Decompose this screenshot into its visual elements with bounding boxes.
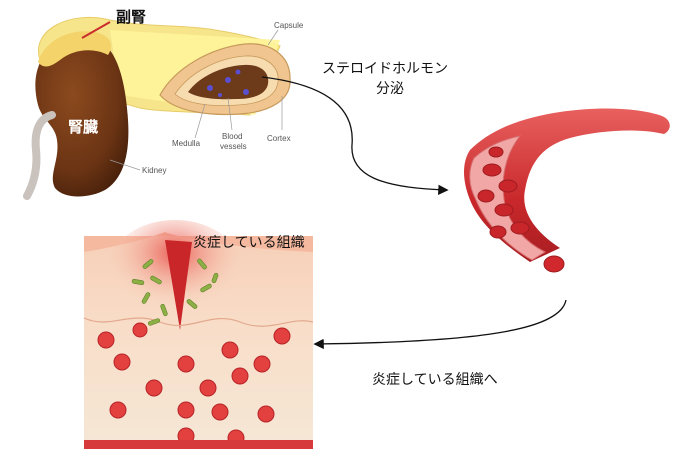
label-to-inflamed: 炎症している組織へ	[372, 372, 498, 388]
wound	[165, 240, 192, 330]
secretion-arrow	[261, 76, 449, 195]
label-medulla: Medulla	[172, 139, 201, 148]
label-cortex: Cortex	[267, 134, 291, 143]
inflamed-tissue-illustration	[83, 220, 314, 449]
ureter	[23, 111, 56, 200]
to-tissue-arrow	[313, 299, 567, 350]
kidney-pointer	[109, 159, 141, 171]
medulla-pointer	[194, 103, 206, 139]
label-capsule: Capsule	[274, 21, 304, 30]
label-kidney-jp: 腎臓	[68, 118, 98, 136]
label-secretion-line1: ステロイドホルモン	[322, 61, 448, 77]
adrenal-kidney-illustration: 副腎 腎臓 Kidney Capsule Medulla Blood vesse…	[23, 8, 304, 200]
label-secretion-line2: 分泌	[376, 81, 404, 97]
adrenal-cap	[38, 31, 112, 67]
label-blood-2: vessels	[220, 142, 247, 151]
label-blood-1: Blood	[222, 132, 242, 141]
capsule-pointer	[267, 29, 279, 46]
label-inflamed-tissue: 炎症している組織	[193, 235, 305, 251]
label-kidney-en: Kidney	[142, 166, 166, 175]
adrenal-pointer	[81, 21, 111, 39]
exiting-blood-cell	[543, 255, 565, 273]
blood-vessel-illustration	[464, 108, 670, 273]
adrenal-cross-section	[159, 43, 291, 116]
kidney-shape	[35, 39, 129, 197]
vessels-pointer	[227, 97, 233, 131]
label-adrenal: 副腎	[116, 8, 146, 26]
